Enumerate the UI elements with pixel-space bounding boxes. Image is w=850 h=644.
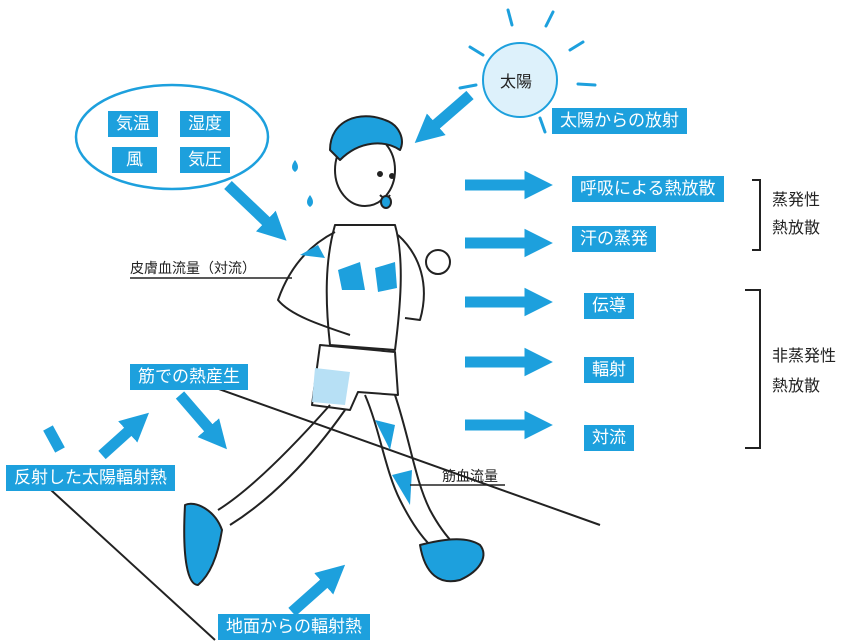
respiration-heat-label: 呼吸による熱放散	[572, 176, 724, 202]
evaporative-bracket	[752, 179, 761, 251]
non-evaporative-bracket	[745, 289, 761, 449]
non-evaporative-group-line2: 熱放散	[772, 376, 821, 395]
evaporative-group-line2: 熱放散	[772, 218, 821, 237]
group-brackets	[745, 179, 761, 449]
weather-temperature-label: 気温	[108, 111, 158, 137]
ground-radiation-label: 地面からの輻射熱	[218, 614, 370, 640]
reflected-sun-heat-label: 反射した太陽輻射熱	[6, 465, 175, 491]
weather-ellipse	[74, 83, 270, 191]
heat-flow-arrows	[43, 90, 553, 617]
reflected-heat-arrow-2	[43, 425, 65, 453]
sweat-evaporation-label: 汗の蒸発	[572, 226, 656, 252]
muscle-heat-arrow	[175, 391, 227, 450]
weather-humidity-label: 湿度	[180, 111, 230, 137]
conduction-label: 伝導	[584, 293, 634, 319]
muscle-blood-flow-label: 筋血流量	[442, 469, 498, 485]
weather-pressure-label: 気圧	[180, 147, 230, 173]
weather-to-runner-arrow	[224, 181, 287, 241]
skin-blood-flow-label: 皮膚血流量（対流）	[130, 261, 256, 277]
ground-heat-arrow	[288, 564, 346, 617]
weather-wind-label: 風	[112, 147, 157, 173]
sun-label: 太陽	[500, 72, 533, 91]
reflected-heat-arrow-1	[98, 412, 150, 460]
convection-label: 対流	[584, 425, 634, 451]
ground-lines	[39, 367, 601, 641]
sun-to-runner-arrow	[414, 90, 474, 144]
sun-radiation-label: 太陽からの放射	[552, 108, 687, 134]
non-evaporative-group-line1: 非蒸発性	[772, 346, 837, 365]
sun-icon	[458, 8, 597, 134]
radiation-label: 輻射	[584, 357, 634, 383]
runner-figure	[183, 115, 485, 586]
evaporative-group-line1: 蒸発性	[772, 190, 821, 209]
muscle-heat-label: 筋での熱産生	[130, 364, 248, 390]
